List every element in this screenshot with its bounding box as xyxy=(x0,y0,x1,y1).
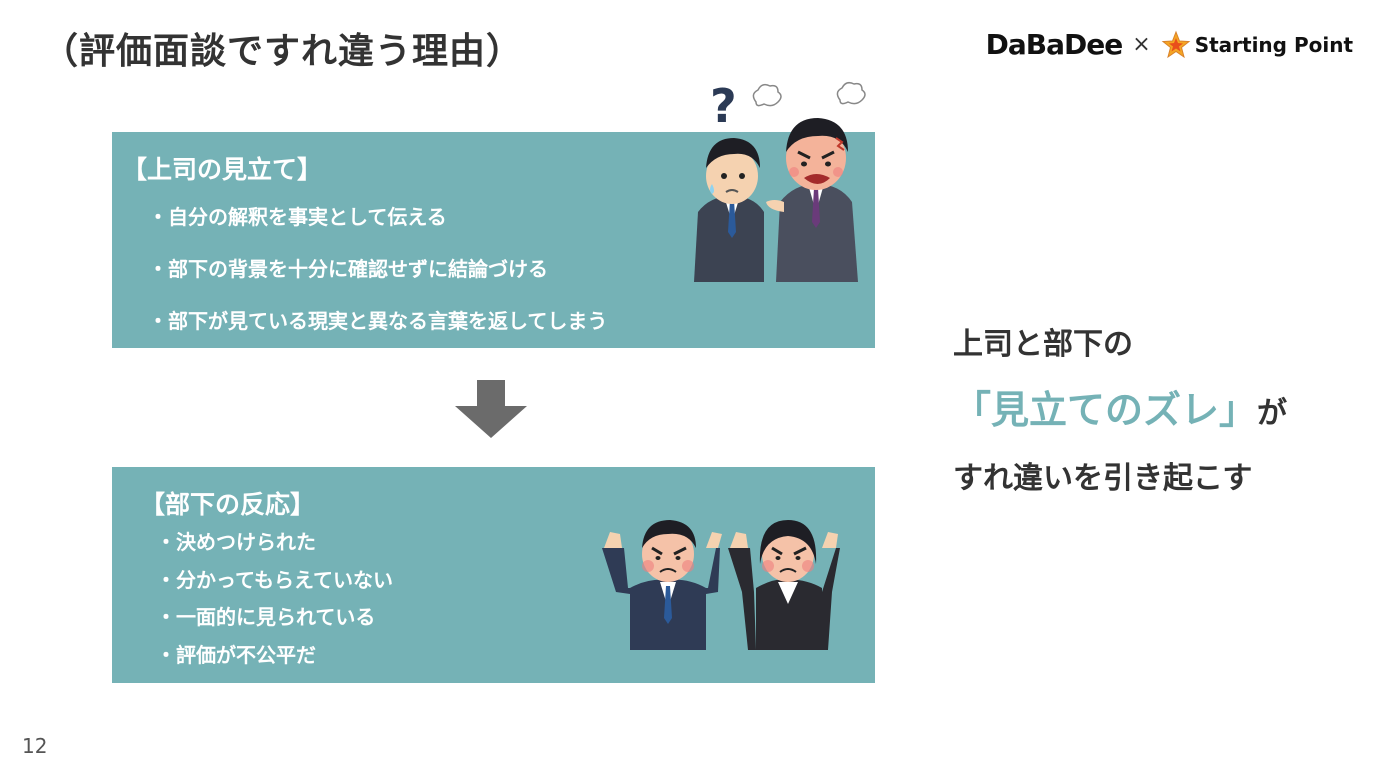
subordinate-reaction-heading: 【部下の反応】 xyxy=(140,490,316,519)
angry-employees-illustration xyxy=(602,520,840,650)
conclusion-suffix: が xyxy=(1257,396,1288,431)
conclusion-accent: 「見立てのズレ」 xyxy=(953,388,1258,432)
page-number: 12 xyxy=(22,734,48,758)
list-item: ・部下が見ている現実と異なる言葉を返してしまう xyxy=(148,309,608,333)
list-item: ・一面的に見られている xyxy=(156,605,376,629)
starting-point-text: Starting Point xyxy=(1194,32,1353,57)
conclusion-line-3: すれ違いを引き起こす xyxy=(953,461,1253,496)
boss-view-list: ・自分の解釈を事実として伝える ・部下の背景を十分に確認せずに結論づける ・部下… xyxy=(148,202,607,358)
star-icon xyxy=(1161,30,1191,58)
conclusion-text: 上司と部下の 「見立てのズレ」が すれ違いを引き起こす xyxy=(953,320,1287,504)
angry-boss-confused-employee-illustration: ? xyxy=(694,79,866,282)
list-item: ・決めつけられた xyxy=(156,530,316,554)
boss-view-heading: 【上司の見立て】 xyxy=(122,155,323,184)
list-item: ・分かってもらえていない xyxy=(156,567,393,592)
list-item: ・自分の解釈を事実として伝える xyxy=(148,205,447,229)
svg-text:?: ? xyxy=(710,79,737,133)
down-arrow-icon xyxy=(455,380,527,438)
logo-separator: × xyxy=(1132,32,1151,57)
starting-point-logo: Starting Point xyxy=(1161,30,1353,60)
list-item: ・部下の背景を十分に確認せずに結論づける xyxy=(148,257,548,281)
list-item: ・評価が不公平だ xyxy=(156,642,316,667)
slide-title: （評価面談ですれ違う理由） xyxy=(42,31,524,72)
conclusion-line-2: 「見立てのズレ」が xyxy=(953,370,1287,454)
subordinate-reaction-list: ・決めつけられた ・分かってもらえていない ・一面的に見られている ・評価が不公… xyxy=(156,527,393,677)
conclusion-line-1: 上司と部下の xyxy=(953,327,1133,362)
dabadee-logo: DaBaDee xyxy=(985,28,1124,61)
logo-group: DaBaDee × Starting Point xyxy=(986,28,1353,61)
